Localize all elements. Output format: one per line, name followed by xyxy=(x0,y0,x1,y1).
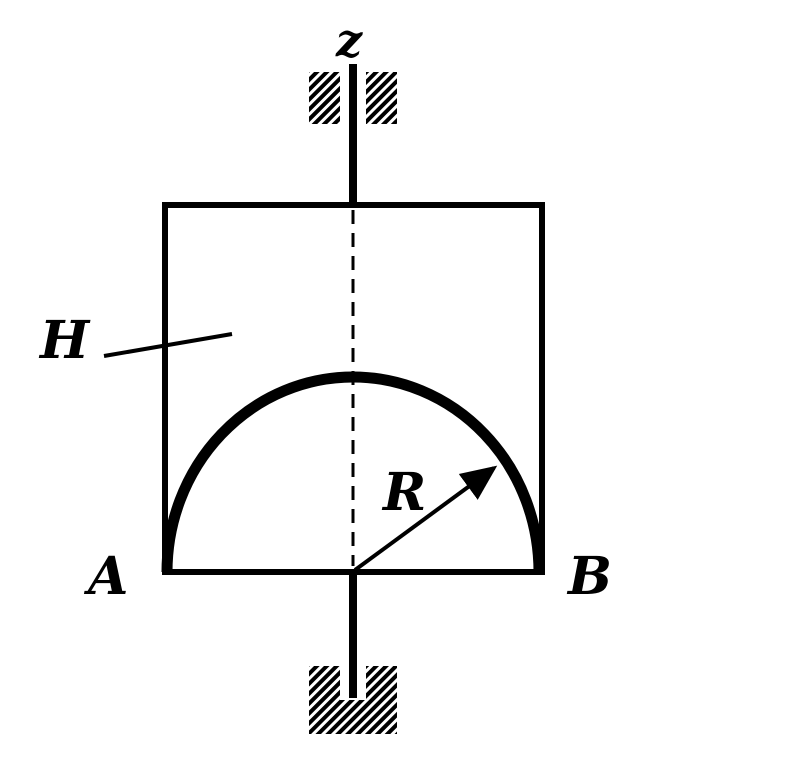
bottom-bearing xyxy=(309,666,397,734)
top-bearing-left-block xyxy=(309,72,340,124)
radius-label-r: R xyxy=(381,462,426,523)
top-bearing xyxy=(309,72,397,124)
semicircle-arc xyxy=(161,371,545,573)
axis-label-z: z xyxy=(335,13,363,67)
top-bearing-right-block xyxy=(366,72,397,124)
h-leader-line xyxy=(103,332,233,358)
radius-arrow xyxy=(353,465,498,572)
body-label-h: H xyxy=(38,310,91,371)
point-label-b: B xyxy=(566,546,612,607)
point-label-a: A xyxy=(83,546,128,607)
plate-outline xyxy=(162,202,545,575)
